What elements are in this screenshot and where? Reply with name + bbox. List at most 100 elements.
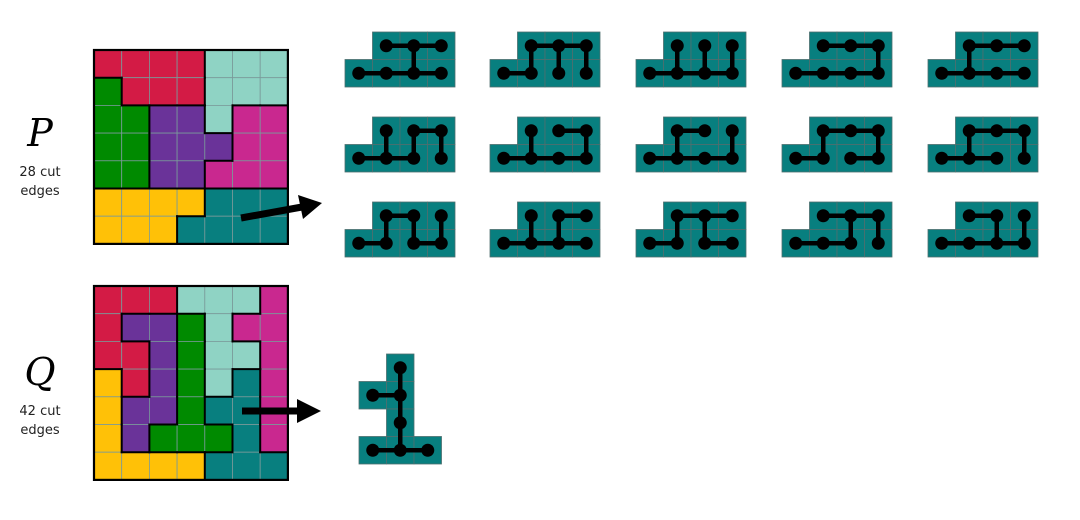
grid-cell bbox=[93, 188, 123, 217]
tree-node bbox=[725, 151, 739, 165]
tree-node bbox=[698, 151, 712, 165]
puzzle-p-caption: 28 cut edges bbox=[0, 163, 80, 201]
grid-cell bbox=[176, 285, 206, 315]
grid-cell bbox=[148, 340, 178, 370]
tree-node bbox=[670, 236, 684, 250]
tree-node bbox=[407, 209, 421, 223]
tree-node bbox=[698, 66, 712, 80]
grid-cell bbox=[148, 105, 178, 134]
grid-cell bbox=[204, 105, 233, 134]
tree-node bbox=[379, 236, 393, 250]
grid-cell bbox=[121, 313, 150, 342]
tree-node bbox=[524, 39, 538, 53]
tree-node bbox=[816, 39, 830, 53]
tree-node bbox=[698, 124, 712, 138]
tree-node bbox=[524, 66, 538, 80]
spanning-tree-13 bbox=[635, 201, 747, 258]
tree-node bbox=[379, 66, 393, 80]
grid-cell bbox=[148, 132, 178, 162]
grid-cell bbox=[93, 105, 123, 134]
tree-node bbox=[552, 124, 566, 138]
tree-node bbox=[935, 236, 949, 250]
grid-cell bbox=[148, 285, 178, 315]
grid-cell bbox=[148, 368, 178, 398]
tree-node bbox=[497, 236, 511, 250]
tree-node bbox=[725, 66, 739, 80]
grid-cell bbox=[93, 77, 123, 106]
grid-cell bbox=[204, 77, 233, 106]
grid-cell bbox=[176, 368, 206, 398]
tree-node bbox=[844, 66, 858, 80]
tree-node bbox=[789, 151, 803, 165]
puzzle-q-caption: 42 cut edges bbox=[0, 402, 80, 440]
tree-node bbox=[962, 151, 976, 165]
tree-node bbox=[421, 443, 435, 457]
grid-cell bbox=[204, 396, 233, 425]
spanning-tree-14 bbox=[781, 201, 893, 258]
tree-node bbox=[871, 124, 885, 138]
grid-cell bbox=[93, 160, 123, 189]
grid-cell bbox=[232, 49, 261, 79]
tree-node bbox=[352, 151, 366, 165]
tree-node bbox=[434, 209, 448, 223]
grid-cell bbox=[259, 313, 289, 342]
grid-cell bbox=[259, 424, 289, 453]
puzzle-q-name: Q bbox=[24, 350, 56, 394]
tree-node bbox=[366, 388, 380, 402]
tree-node bbox=[379, 124, 393, 138]
grid-cell bbox=[232, 105, 261, 134]
tree-node bbox=[407, 124, 421, 138]
grid-cell bbox=[148, 188, 178, 217]
tree-node bbox=[871, 209, 885, 223]
grid-cell bbox=[121, 340, 150, 370]
tree-node bbox=[579, 236, 593, 250]
tree-node bbox=[698, 236, 712, 250]
grid-cell bbox=[232, 132, 261, 162]
tree-node bbox=[962, 124, 976, 138]
grid-cell bbox=[232, 313, 261, 342]
grid-cell bbox=[93, 451, 123, 481]
tree-node bbox=[789, 236, 803, 250]
tree-node bbox=[579, 209, 593, 223]
puzzle-q-label: Q 42 cut edges bbox=[0, 352, 80, 440]
grid-cell bbox=[232, 368, 261, 398]
grid-cell bbox=[259, 215, 289, 245]
grid-cell bbox=[232, 340, 261, 370]
grid-cell bbox=[176, 215, 206, 245]
tree-node bbox=[935, 66, 949, 80]
grid-cell bbox=[148, 396, 178, 425]
tree-node bbox=[871, 39, 885, 53]
tree-node bbox=[393, 443, 407, 457]
grid-cell bbox=[232, 451, 261, 481]
grid-cell bbox=[93, 340, 123, 370]
grid-cell bbox=[232, 160, 261, 189]
grid-cell bbox=[121, 49, 150, 79]
tree-node bbox=[407, 151, 421, 165]
spanning-tree-11 bbox=[344, 201, 456, 258]
grid-cell bbox=[148, 77, 178, 106]
spanning-tree-9 bbox=[781, 116, 893, 173]
spanning-tree-6 bbox=[344, 116, 456, 173]
tree-node bbox=[524, 236, 538, 250]
grid-cell bbox=[176, 424, 206, 453]
tree-node bbox=[434, 124, 448, 138]
tree-node bbox=[670, 66, 684, 80]
tree-node bbox=[552, 209, 566, 223]
tree-node bbox=[407, 39, 421, 53]
spanning-tree-7 bbox=[489, 116, 601, 173]
tree-node bbox=[990, 124, 1004, 138]
tree-node bbox=[725, 236, 739, 250]
tree-node bbox=[552, 151, 566, 165]
grid-cell bbox=[176, 188, 206, 217]
spanning-tree-3 bbox=[635, 31, 747, 88]
tree-node bbox=[379, 39, 393, 53]
grid-cell bbox=[176, 160, 206, 189]
tree-node bbox=[1017, 39, 1031, 53]
tree-node bbox=[670, 39, 684, 53]
puzzle-q-caption-line2: edges bbox=[20, 423, 60, 438]
tree-node bbox=[393, 388, 407, 402]
tree-node bbox=[524, 151, 538, 165]
spanning-tree-8 bbox=[635, 116, 747, 173]
grid-cell bbox=[204, 215, 233, 245]
spanning-tree-10 bbox=[927, 116, 1039, 173]
